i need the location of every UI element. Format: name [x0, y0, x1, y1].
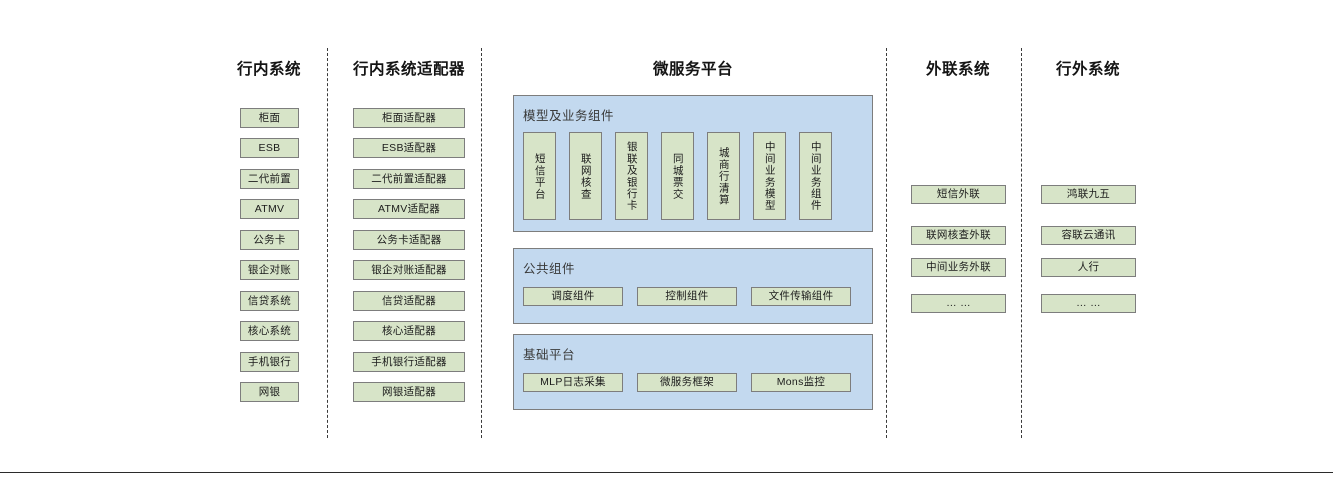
node-internal-adapter-5[interactable]: 银企对账适配器: [353, 260, 465, 280]
column-title-outside-bank-systems: 行外系统: [1055, 61, 1120, 78]
node-internal-adapter-2[interactable]: 二代前置适配器: [353, 169, 465, 189]
column-divider-1: [327, 48, 328, 438]
node-internal-system-7[interactable]: 核心系统: [240, 321, 299, 341]
node-public-component-1[interactable]: 控制组件: [637, 287, 737, 306]
panel-base-platform: [513, 334, 873, 410]
node-outside-bank-1[interactable]: 容联云通讯: [1041, 226, 1136, 245]
node-internal-system-2[interactable]: 二代前置: [240, 169, 299, 189]
column-title-microservice-platform: 微服务平台: [652, 61, 733, 78]
node-internal-system-1[interactable]: ESB: [240, 138, 299, 158]
node-external-link-2[interactable]: 中间业务外联: [911, 258, 1006, 277]
node-internal-system-3[interactable]: ATMV: [240, 199, 299, 219]
node-internal-adapter-7[interactable]: 核心适配器: [353, 321, 465, 341]
node-internal-adapter-0[interactable]: 柜面适配器: [353, 108, 465, 128]
node-model-component-1[interactable]: 联网核查: [569, 132, 602, 220]
node-internal-system-6[interactable]: 信贷系统: [240, 291, 299, 311]
node-model-component-6[interactable]: 中间业务组件: [799, 132, 832, 220]
node-external-link-0[interactable]: 短信外联: [911, 185, 1006, 204]
node-internal-system-5[interactable]: 银企对账: [240, 260, 299, 280]
node-internal-system-4[interactable]: 公务卡: [240, 230, 299, 250]
node-outside-bank-2[interactable]: 人行: [1041, 258, 1136, 277]
node-model-component-4[interactable]: 城商行清算: [707, 132, 740, 220]
node-internal-adapter-3[interactable]: ATMV适配器: [353, 199, 465, 219]
node-internal-adapter-9[interactable]: 网银适配器: [353, 382, 465, 402]
node-external-link-3[interactable]: … …: [911, 294, 1006, 313]
node-base-platform-1[interactable]: 微服务框架: [637, 373, 737, 392]
node-internal-system-0[interactable]: 柜面: [240, 108, 299, 128]
column-title-internal-adapters: 行内系统适配器: [352, 61, 465, 78]
node-internal-system-9[interactable]: 网银: [240, 382, 299, 402]
node-internal-system-8[interactable]: 手机银行: [240, 352, 299, 372]
panel-label-public-components: 公共组件: [523, 262, 576, 276]
node-model-component-0[interactable]: 短信平台: [523, 132, 556, 220]
node-internal-adapter-4[interactable]: 公务卡适配器: [353, 230, 465, 250]
panel-label-base-platform: 基础平台: [523, 348, 576, 362]
panel-public-components: [513, 248, 873, 324]
node-model-component-5[interactable]: 中间业务模型: [753, 132, 786, 220]
node-public-component-0[interactable]: 调度组件: [523, 287, 623, 306]
node-public-component-2[interactable]: 文件传输组件: [751, 287, 851, 306]
node-outside-bank-0[interactable]: 鸿联九五: [1041, 185, 1136, 204]
panel-label-model-business-components: 模型及业务组件: [523, 109, 615, 123]
column-title-external-link-systems: 外联系统: [925, 61, 990, 78]
node-external-link-1[interactable]: 联网核查外联: [911, 226, 1006, 245]
node-base-platform-2[interactable]: Mons监控: [751, 373, 851, 392]
column-divider-2: [481, 48, 482, 438]
node-internal-adapter-1[interactable]: ESB适配器: [353, 138, 465, 158]
node-outside-bank-3[interactable]: … …: [1041, 294, 1136, 313]
node-internal-adapter-8[interactable]: 手机银行适配器: [353, 352, 465, 372]
column-title-internal-systems: 行内系统: [236, 61, 301, 78]
bottom-divider: [0, 472, 1333, 473]
node-model-component-3[interactable]: 同城票交: [661, 132, 694, 220]
node-model-component-2[interactable]: 银联及银行卡: [615, 132, 648, 220]
node-base-platform-0[interactable]: MLP日志采集: [523, 373, 623, 392]
node-internal-adapter-6[interactable]: 信贷适配器: [353, 291, 465, 311]
column-divider-3: [886, 48, 887, 438]
column-divider-4: [1021, 48, 1022, 438]
